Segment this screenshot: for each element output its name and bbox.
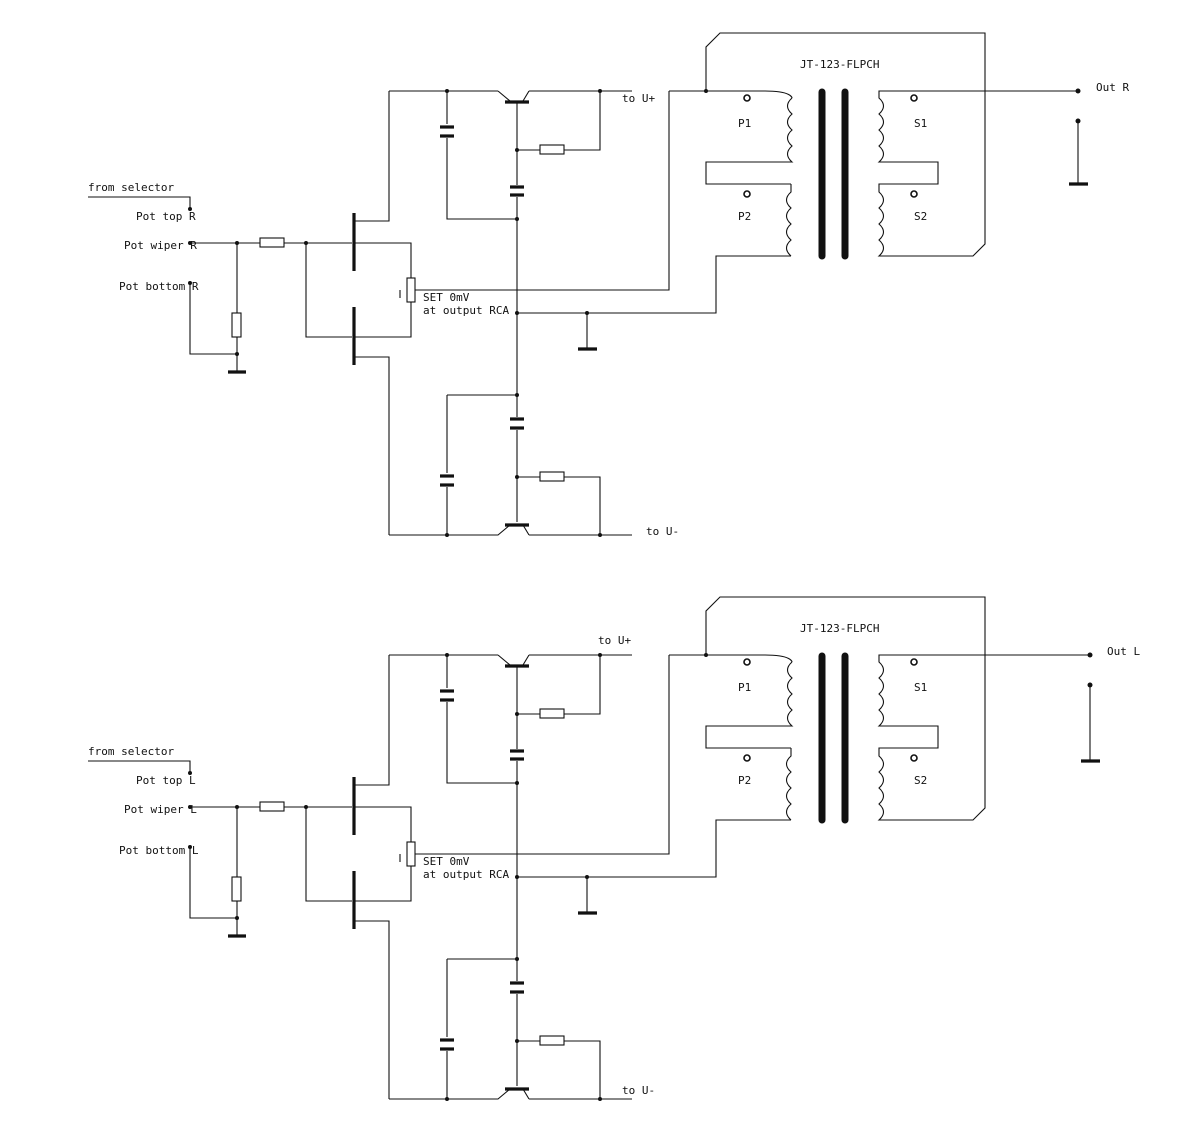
input-section — [88, 760, 352, 938]
to-uminus-label: to U- — [622, 1084, 655, 1097]
dot-p1 — [743, 94, 751, 102]
transformer-label: JT-123-FLPCH — [800, 622, 879, 635]
shunt-resistor — [231, 312, 242, 338]
output-terminal: Out R — [1069, 81, 1129, 186]
emitter-resistor — [539, 144, 565, 155]
pot-wiper-label: Pot wiper R — [124, 239, 197, 252]
emitter-resistor-lower — [539, 471, 565, 482]
trimmer-pot — [406, 841, 416, 867]
pot-top-label: Pot top R — [136, 210, 196, 223]
dot-s2 — [910, 754, 918, 762]
input-resistor — [259, 801, 285, 812]
output-transformer: JT-123-FLPCH P1 P2 S1 S2 — [669, 596, 1090, 824]
out-label: Out L — [1107, 645, 1140, 658]
dot-p2 — [743, 190, 751, 198]
label-p1: P1 — [738, 681, 751, 694]
label-p2: P2 — [738, 210, 751, 223]
lower-supply — [389, 393, 632, 537]
label-s1: S1 — [914, 117, 927, 130]
dot-p2 — [743, 754, 751, 762]
emitter-resistor-lower — [539, 1035, 565, 1046]
jfet-pair — [352, 655, 670, 1099]
set-label-line1: SET 0mV — [423, 291, 470, 304]
jfet-pair — [352, 91, 670, 535]
emitter-resistor — [539, 708, 565, 719]
from-selector-label: from selector — [88, 181, 174, 194]
dot-s1 — [910, 658, 918, 666]
channel-r: JT-123-FLPCH P1 P2 S1 S2 Out R from sele… — [88, 32, 1129, 538]
out-label: Out R — [1096, 81, 1129, 94]
set-label-line2: at output RCA — [423, 304, 509, 317]
output-transformer: JT-123-FLPCH P1 P2 S1 S2 — [669, 32, 1078, 260]
transformer-label: JT-123-FLPCH — [800, 58, 879, 71]
upper-supply — [389, 653, 632, 959]
label-p2: P2 — [738, 774, 751, 787]
set-label-line2: at output RCA — [423, 868, 509, 881]
label-s2: S2 — [914, 774, 927, 787]
label-s2: S2 — [914, 210, 927, 223]
output-terminal: Out L — [1081, 645, 1140, 763]
lower-supply — [389, 957, 632, 1101]
channel-l: JT-123-FLPCH P1 P2 S1 S2 Out L from sele… — [88, 596, 1140, 1101]
to-uminus-label: to U- — [646, 525, 679, 538]
output-node — [515, 819, 791, 915]
shunt-resistor — [231, 876, 242, 902]
input-resistor — [259, 237, 285, 248]
to-uplus-label: to U+ — [622, 92, 655, 105]
upper-supply — [389, 89, 632, 395]
input-section — [88, 196, 352, 374]
trimmer-pot — [406, 277, 416, 303]
dot-s2 — [910, 190, 918, 198]
label-p1: P1 — [738, 117, 751, 130]
dot-s1 — [910, 94, 918, 102]
pot-bottom-label: Pot bottom R — [119, 280, 199, 293]
to-uplus-label: to U+ — [598, 634, 631, 647]
output-node — [515, 255, 791, 351]
set-label-line1: SET 0mV — [423, 855, 470, 868]
pot-top-label: Pot top L — [136, 774, 196, 787]
pot-bottom-label: Pot bottom L — [119, 844, 199, 857]
dot-p1 — [743, 658, 751, 666]
label-s1: S1 — [914, 681, 927, 694]
from-selector-label: from selector — [88, 745, 174, 758]
pot-wiper-label: Pot wiper L — [124, 803, 197, 816]
